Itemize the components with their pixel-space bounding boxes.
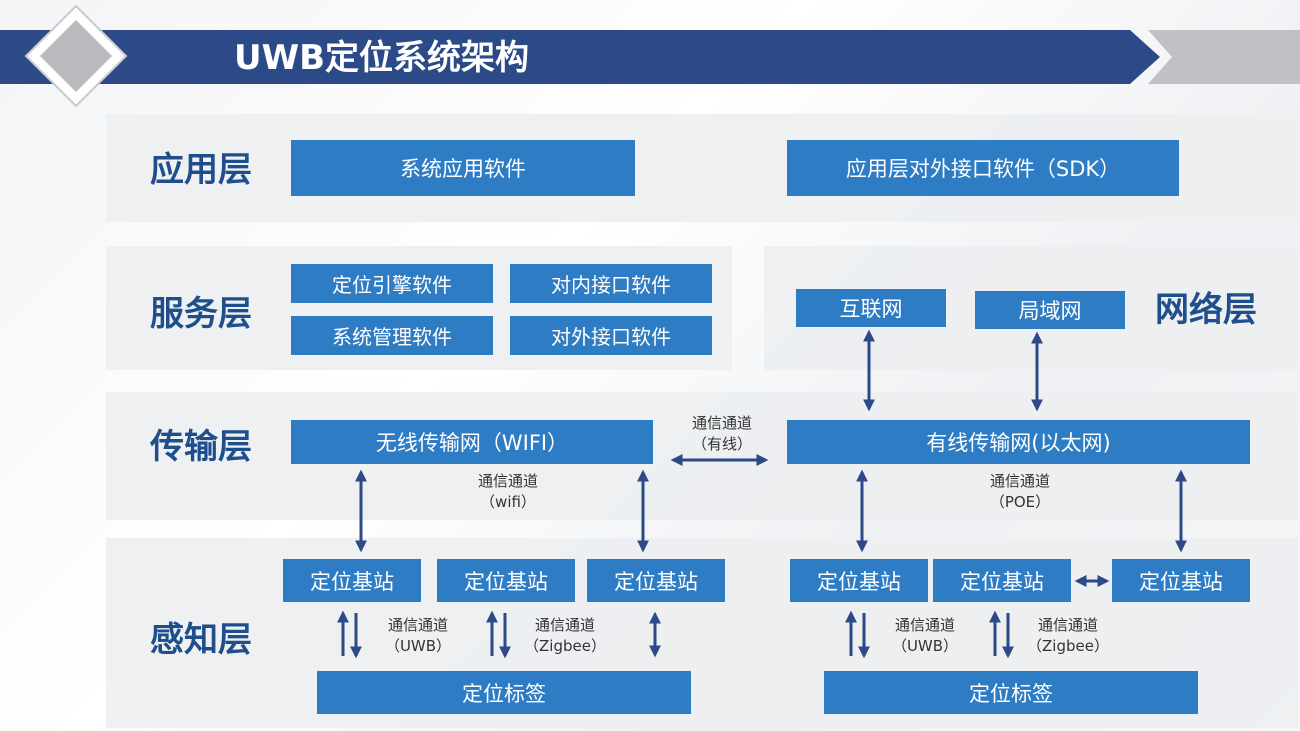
transport-layer-label: 传输层 — [150, 427, 252, 467]
service-layer-label: 服务层 — [150, 294, 252, 334]
note-line: （Zigbee） — [524, 637, 606, 655]
title-banner-tail — [1148, 30, 1300, 84]
network-layer-label: 网络层 — [1155, 290, 1257, 330]
perception-layer-label: 感知层 — [150, 620, 252, 660]
system-management-box: 系统管理软件 — [291, 316, 493, 355]
base-station-box: 定位基站 — [933, 559, 1071, 602]
note-line: 通信通道 — [387, 616, 448, 634]
internet-box: 互联网 — [796, 289, 946, 327]
base-station-box: 定位基站 — [437, 559, 575, 602]
system-app-software-box: 系统应用软件 — [291, 140, 635, 196]
uwb-channel-note: 通信通道 （UWB） — [873, 615, 977, 657]
diamond-logo-icon — [24, 4, 128, 108]
tag-box: 定位标签 — [824, 671, 1198, 714]
app-sdk-box: 应用层对外接口软件（SDK） — [787, 140, 1179, 196]
wired-network-box: 有线传输网(以太网) — [787, 420, 1250, 464]
base-station-box: 定位基站 — [283, 559, 421, 602]
wireless-network-box: 无线传输网（WIFI） — [291, 420, 653, 464]
base-station-box: 定位基站 — [1112, 559, 1250, 602]
external-interface-box: 对外接口软件 — [510, 316, 712, 355]
note-line: 通信通道 — [477, 472, 538, 490]
note-line: （UWB） — [891, 637, 959, 655]
uwb-channel-note: 通信通道 （UWB） — [366, 615, 470, 657]
positioning-engine-box: 定位引擎软件 — [291, 264, 493, 303]
page-title: UWB定位系统架构 — [234, 38, 530, 78]
wired-channel-note: 通信通道 （有线） — [670, 413, 774, 455]
note-line: 通信通道 — [691, 414, 752, 432]
note-line: 通信通道 — [989, 472, 1050, 490]
zigbee-channel-note: 通信通道 （Zigbee） — [1016, 615, 1120, 657]
note-line: 通信通道 — [1037, 616, 1098, 634]
note-line: （wifi） — [480, 493, 536, 511]
zigbee-channel-note: 通信通道 （Zigbee） — [513, 615, 617, 657]
tag-box: 定位标签 — [317, 671, 691, 714]
note-line: （POE） — [989, 493, 1051, 511]
lan-box: 局域网 — [975, 291, 1125, 329]
note-line: 通信通道 — [894, 616, 955, 634]
wifi-channel-note: 通信通道 （wifi） — [456, 471, 560, 513]
poe-channel-note: 通信通道 （POE） — [968, 471, 1072, 513]
note-line: 通信通道 — [534, 616, 595, 634]
base-station-box: 定位基站 — [587, 559, 725, 602]
note-line: （UWB） — [384, 637, 452, 655]
base-station-box: 定位基站 — [790, 559, 928, 602]
internal-interface-box: 对内接口软件 — [510, 264, 712, 303]
application-layer-label: 应用层 — [150, 150, 252, 190]
note-line: （Zigbee） — [1027, 637, 1109, 655]
title-banner — [0, 30, 1160, 84]
note-line: （有线） — [691, 435, 752, 453]
